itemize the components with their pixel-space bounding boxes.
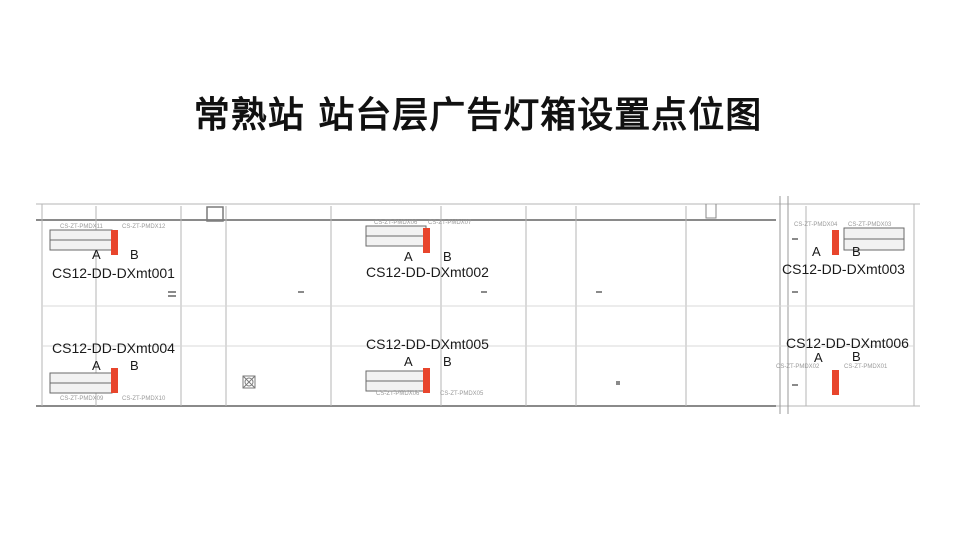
lightbox-code: CS12-DD-DXmt002 — [366, 264, 489, 280]
lightbox-marker — [423, 228, 430, 253]
side-b-label: B — [130, 358, 139, 373]
side-a-label: A — [92, 358, 101, 373]
lightbox-marker — [423, 368, 430, 393]
side-b-label: B — [443, 249, 452, 264]
side-a-label: A — [404, 249, 413, 264]
room-tag: CS-ZT-PMDX05 — [440, 391, 484, 397]
lightbox-code: CS12-DD-DXmt006 — [786, 335, 909, 351]
side-b-label: B — [130, 247, 139, 262]
side-a-label: A — [812, 244, 821, 259]
lightbox-marker — [832, 230, 839, 255]
side-a-label: A — [814, 350, 823, 365]
lightbox-marker — [111, 230, 118, 255]
room-tag: CS-ZT-PMDX04 — [794, 222, 838, 228]
floor-plan: CS-ZT-PMDX11 CS-ZT-PMDX12 A B CS12-DD-DX… — [36, 196, 920, 414]
side-a-label: A — [92, 247, 101, 262]
lightbox-marker — [832, 370, 839, 395]
lightbox-marker — [111, 368, 118, 393]
page-title: 常熟站 站台层广告灯箱设置点位图 — [193, 95, 763, 136]
room-tag: CS-ZT-PMDX01 — [844, 364, 888, 370]
room-tag: CS-ZT-PMDX10 — [122, 396, 166, 402]
room-tag: CS-ZT-PMDX06 — [376, 391, 420, 397]
lightbox-code: CS12-DD-DXmt003 — [782, 261, 905, 277]
floor-plan-linework — [36, 196, 920, 414]
side-a-label: A — [404, 354, 413, 369]
side-b-label: B — [852, 349, 861, 364]
lightbox-code: CS12-DD-DXmt005 — [366, 336, 489, 352]
side-b-label: B — [443, 354, 452, 369]
room-tag: CS-ZT-PMDX02 — [776, 364, 820, 370]
room-tag: CS-ZT-PMDX12 — [122, 224, 166, 230]
side-b-label: B — [852, 244, 861, 259]
room-tag: CS-ZT-PMDX11 — [60, 224, 103, 230]
room-tag: CS-ZT-PMDX06 — [374, 220, 418, 226]
room-tag: CS-ZT-PMDX09 — [60, 396, 104, 402]
room-tag: CS-ZT-PMDX07 — [428, 220, 472, 226]
lightbox-code: CS12-DD-DXmt001 — [52, 265, 175, 281]
lightbox-code: CS12-DD-DXmt004 — [52, 340, 175, 356]
room-tag: CS-ZT-PMDX03 — [848, 222, 892, 228]
